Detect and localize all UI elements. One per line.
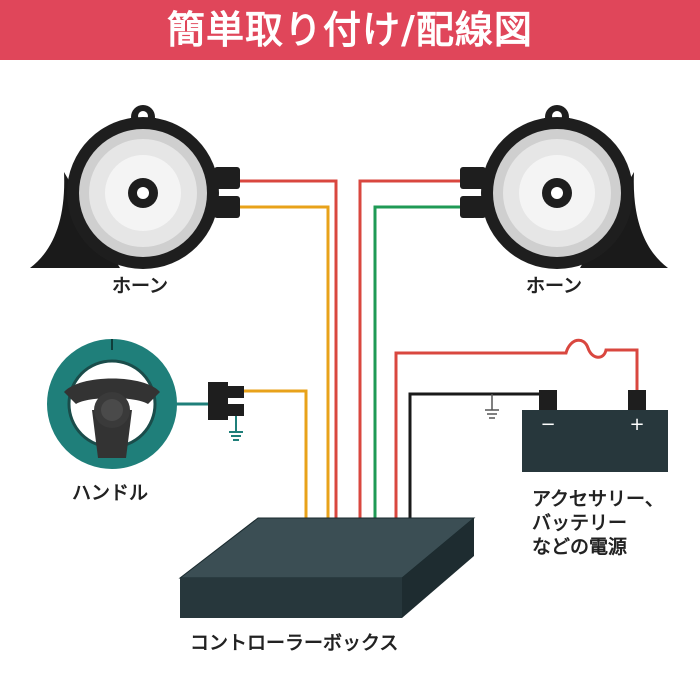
horn-right-label: ホーン xyxy=(526,275,583,297)
page-title: 簡単取り付け/配線図 xyxy=(167,8,533,52)
controller-box-label: コントローラーボックス xyxy=(190,632,399,654)
wires xyxy=(238,179,639,520)
title-banner xyxy=(0,0,700,60)
horn-right-icon xyxy=(460,105,668,269)
wire-red-horn-right xyxy=(358,179,466,520)
power-source-label-line1: アクセサリー、 xyxy=(532,488,664,510)
wire-green-horn-right xyxy=(373,205,466,520)
wire-yellow-horn-left xyxy=(238,205,330,520)
horn-left-icon xyxy=(30,105,240,269)
steering-wheel-icon xyxy=(47,339,244,469)
ground-symbol-battery xyxy=(485,394,499,419)
battery-plus-sign: + xyxy=(629,414,644,435)
horn-left-label: ホーン xyxy=(112,275,169,297)
controller-box-icon xyxy=(178,517,476,618)
battery-minus-sign: − xyxy=(540,414,555,435)
power-source-label-line2: バッテリー xyxy=(532,512,628,534)
wire-red-horn-left xyxy=(238,179,338,520)
wire-black-battery xyxy=(408,392,548,520)
steering-label: ハンドル xyxy=(72,482,149,504)
wire-yellow-steering xyxy=(243,389,308,520)
wire-red-battery xyxy=(394,338,639,520)
battery-icon: − + xyxy=(522,390,668,472)
power-source-label-line3: などの電源 xyxy=(532,536,628,558)
